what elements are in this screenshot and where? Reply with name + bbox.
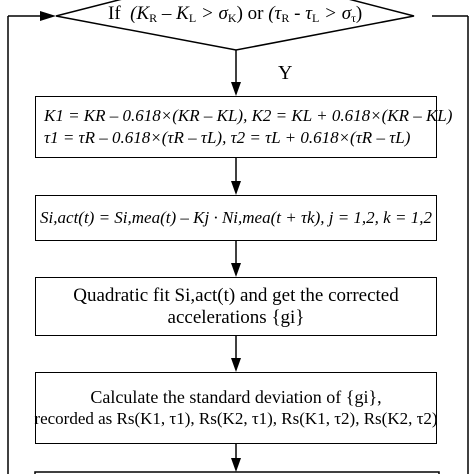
decision-cond1-mid: – K (157, 3, 189, 24)
sub: L (312, 11, 320, 25)
sub: K (227, 11, 237, 25)
arrowhead-std (231, 358, 241, 372)
yes-label: Y (278, 62, 293, 84)
quadratic-fit-box: Quadratic fit Si,act(t) and get the corr… (35, 277, 437, 336)
decision-cond1: (K (130, 3, 150, 24)
decision-or-text: or (247, 3, 264, 24)
sub: R (149, 11, 158, 25)
decision-diamond (55, 0, 415, 51)
decision-cond2-rel: > σ (319, 3, 352, 24)
loop-arrowhead (40, 11, 56, 21)
arrowhead-signal (231, 181, 241, 195)
decision-condition: If (KR – KL > σK) or (τR - τL > στ) (108, 3, 362, 25)
decision-cond2: (τ (268, 3, 282, 24)
decision-if-text: If (108, 3, 121, 24)
std-deviation-line-1: Calculate the standard deviation of {gi}… (90, 387, 382, 407)
quadratic-fit-line-2: accelerations {gi} (167, 306, 305, 328)
sub: R (281, 11, 290, 25)
decision-cond1-end: ) (236, 3, 243, 24)
signal-correction-box: Si,act(t) = Si,mea(t) – Kj · Ni,mea(t + … (35, 195, 437, 241)
signal-correction-line: Si,act(t) = Si,mea(t) – Kj · Ni,mea(t + … (40, 208, 432, 227)
arrowhead-fit (231, 263, 241, 277)
decision-cond1-rel: > σ (196, 3, 228, 24)
arrowhead-next (231, 458, 241, 472)
decision-cond2-mid: - τ (289, 3, 313, 24)
std-deviation-box: Calculate the standard deviation of {gi}… (34, 372, 438, 444)
std-deviation-line-2: recorded as Rs(K1, τ1), Rs(K2, τ1), Rs(K… (34, 409, 438, 428)
golden-section-box: K1 = KR – 0.618×(KR – KL), K2 = KL + 0.6… (35, 96, 452, 158)
arrowhead-golden (231, 82, 241, 96)
sub: τ (351, 11, 356, 25)
golden-section-line-1: K1 = KR – 0.618×(KR – KL), K2 = KL + 0.6… (44, 106, 453, 125)
sub: L (188, 11, 197, 25)
decision-cond2-end: ) (355, 3, 363, 24)
golden-section-line-2: τ1 = τR – 0.618×(τR – τL), τ2 = τL + 0.6… (44, 128, 411, 147)
quadratic-fit-line-1: Quadratic fit Si,act(t) and get the corr… (73, 284, 399, 306)
next-box-partial (34, 471, 440, 474)
